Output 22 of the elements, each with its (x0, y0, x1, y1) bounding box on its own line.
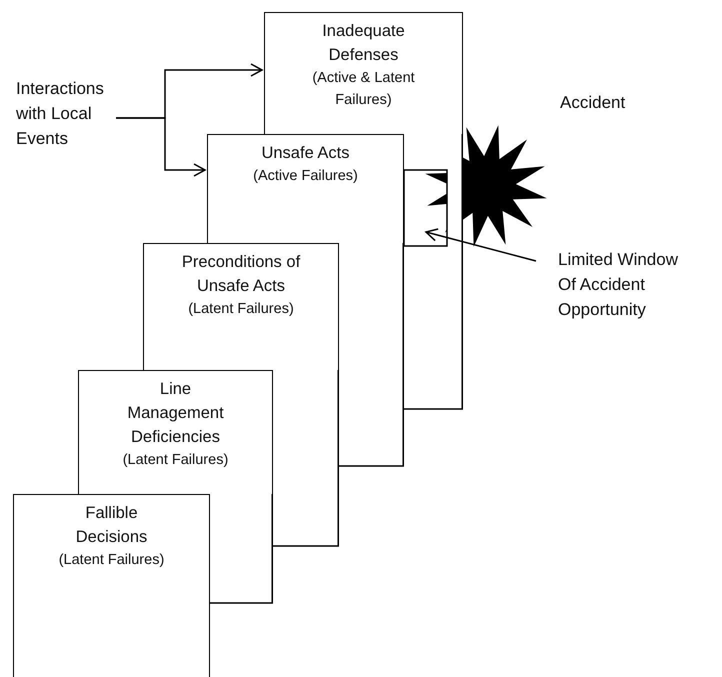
arrow (425, 228, 536, 262)
layer-title: Unsafe Acts (260, 143, 351, 164)
layer-title: Line Management Deficiencies (126, 379, 225, 448)
layer-subtitle: (Active Failures) (252, 167, 359, 186)
layer-panel (143, 243, 339, 370)
annotation-text: Limited Window Of Accident Opportunity (558, 247, 698, 322)
layer-title: Inadequate Defenses (321, 21, 406, 66)
layer-subtitle: (Latent Failures) (122, 451, 230, 470)
layer-title: Fallible Decisions (74, 503, 148, 548)
accident-label: Accident (560, 92, 626, 114)
layer-subtitle: (Active & Latent Failures) (311, 69, 416, 110)
starburst (425, 125, 547, 247)
annotation-text: Interactions with Local Events (16, 76, 112, 151)
layer-panel (13, 494, 210, 677)
layer-title: Preconditions of Unsafe Acts (180, 252, 302, 297)
layer-panel (207, 134, 404, 243)
layer-panel (78, 370, 273, 494)
window-frame (403, 169, 448, 247)
arrow (116, 117, 206, 177)
layer-panel (264, 12, 463, 134)
layer-subtitle: (Latent Failures) (187, 300, 295, 319)
layer-subtitle: (Latent Failures) (58, 551, 166, 570)
